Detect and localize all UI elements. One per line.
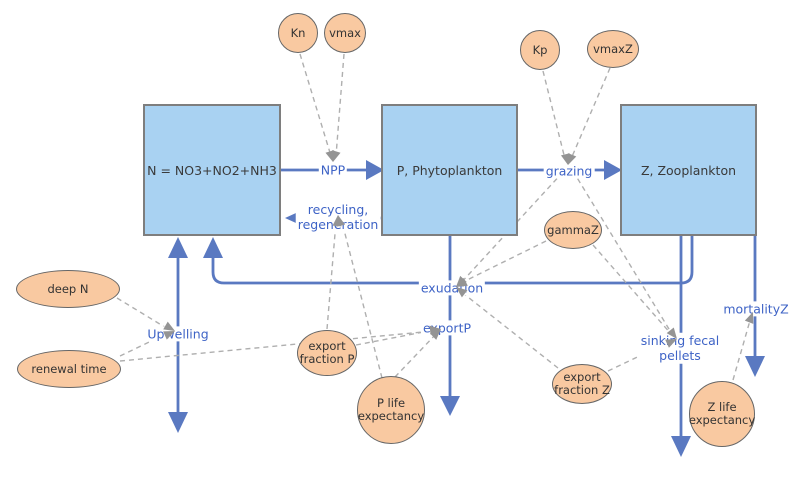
- flow-exudation-pipe[interactable]: [211, 236, 694, 285]
- stock-zooplankton[interactable]: Z, Zooplankton: [620, 104, 757, 236]
- connector-kn-npp: [299, 53, 332, 157]
- connector-gammaz-exudation: [458, 240, 547, 285]
- stock-nutrients-label: N = NO3+NO2+NH3: [147, 162, 277, 178]
- param-kn[interactable]: Kn: [278, 13, 318, 53]
- stock-zooplankton-label: Z, Zooplankton: [640, 162, 737, 178]
- param-export-fraction-p[interactable]: export fraction P: [297, 330, 357, 376]
- param-export-fraction-p-label: export fraction P: [299, 339, 355, 366]
- flow-npp-label[interactable]: NPP: [318, 162, 348, 178]
- param-renewal-time[interactable]: renewal time: [17, 350, 121, 388]
- param-p-life-expectancy[interactable]: P life expectancy: [357, 376, 425, 444]
- param-vmaxz[interactable]: vmaxZ: [587, 30, 639, 68]
- flow-mortalityz-arrowhead-icon: [745, 356, 765, 377]
- param-export-fraction-z-label: export fraction Z: [554, 370, 610, 397]
- flow-upwelling-label[interactable]: Upwelling: [145, 326, 211, 342]
- connector-plife-exportp: [394, 332, 438, 378]
- stock-phytoplankton[interactable]: P, Phytoplankton: [381, 104, 518, 236]
- connector-deepn-upwelling: [116, 297, 169, 330]
- param-deep-n[interactable]: deep N: [16, 270, 120, 308]
- param-z-life-expectancy[interactable]: Z life expectancy: [689, 381, 755, 447]
- flow-exportp-label[interactable]: exportP: [420, 320, 474, 336]
- flow-upwelling-down-arrowhead-icon: [168, 412, 188, 433]
- param-vmax[interactable]: vmax: [324, 13, 366, 53]
- valve-npp-icon: [325, 150, 335, 162]
- param-renewal-time-label: renewal time: [31, 361, 107, 376]
- connector-zlife-mortalityz: [732, 316, 752, 381]
- param-vmax-label: vmax: [329, 25, 361, 40]
- flow-exudation-arrowhead-icon: [203, 237, 223, 258]
- param-gammaz[interactable]: gammaZ: [544, 211, 602, 249]
- param-kp-label: Kp: [532, 42, 548, 57]
- flow-exportp-arrowhead-icon: [440, 396, 460, 416]
- stock-phytoplankton-label: P, Phytoplankton: [396, 162, 503, 178]
- flow-grazing-label[interactable]: grazing: [543, 163, 595, 179]
- connector-gammaz-sinking: [592, 244, 673, 336]
- stock-nutrients[interactable]: N = NO3+NO2+NH3: [143, 104, 281, 236]
- connector-exportfractionp-recycling: [326, 221, 337, 330]
- param-gammaz-label: gammaZ: [547, 222, 599, 237]
- connector-vmax-npp: [335, 53, 345, 157]
- flow-mortalityz-label[interactable]: mortalityZ: [721, 301, 791, 317]
- flow-upwelling-up-arrowhead-icon: [168, 237, 188, 258]
- param-kp[interactable]: Kp: [520, 30, 560, 70]
- param-kn-label: Kn: [290, 25, 306, 40]
- connector-exportfractionz-exudation: [458, 289, 559, 369]
- connector-vmaxz-grazing: [570, 67, 611, 160]
- param-p-life-expectancy-label: P life expectancy: [357, 396, 425, 423]
- flow-exudation-label[interactable]: exudation: [418, 280, 486, 296]
- param-export-fraction-z[interactable]: export fraction Z: [552, 364, 612, 404]
- flow-recycling-arrowhead-icon: [285, 213, 296, 223]
- flow-sinking-label[interactable]: sinking fecal pellets: [638, 332, 722, 364]
- param-vmaxz-label: vmaxZ: [593, 41, 633, 56]
- flow-recycling-label[interactable]: recycling, regeneration: [295, 201, 381, 233]
- connector-kp-grazing: [542, 70, 566, 160]
- param-z-life-expectancy-label: Z life expectancy: [688, 400, 756, 427]
- flow-sinking-arrowhead-icon: [671, 436, 691, 457]
- param-deep-n-label: deep N: [47, 281, 89, 296]
- valve-npp2-icon: [331, 150, 341, 162]
